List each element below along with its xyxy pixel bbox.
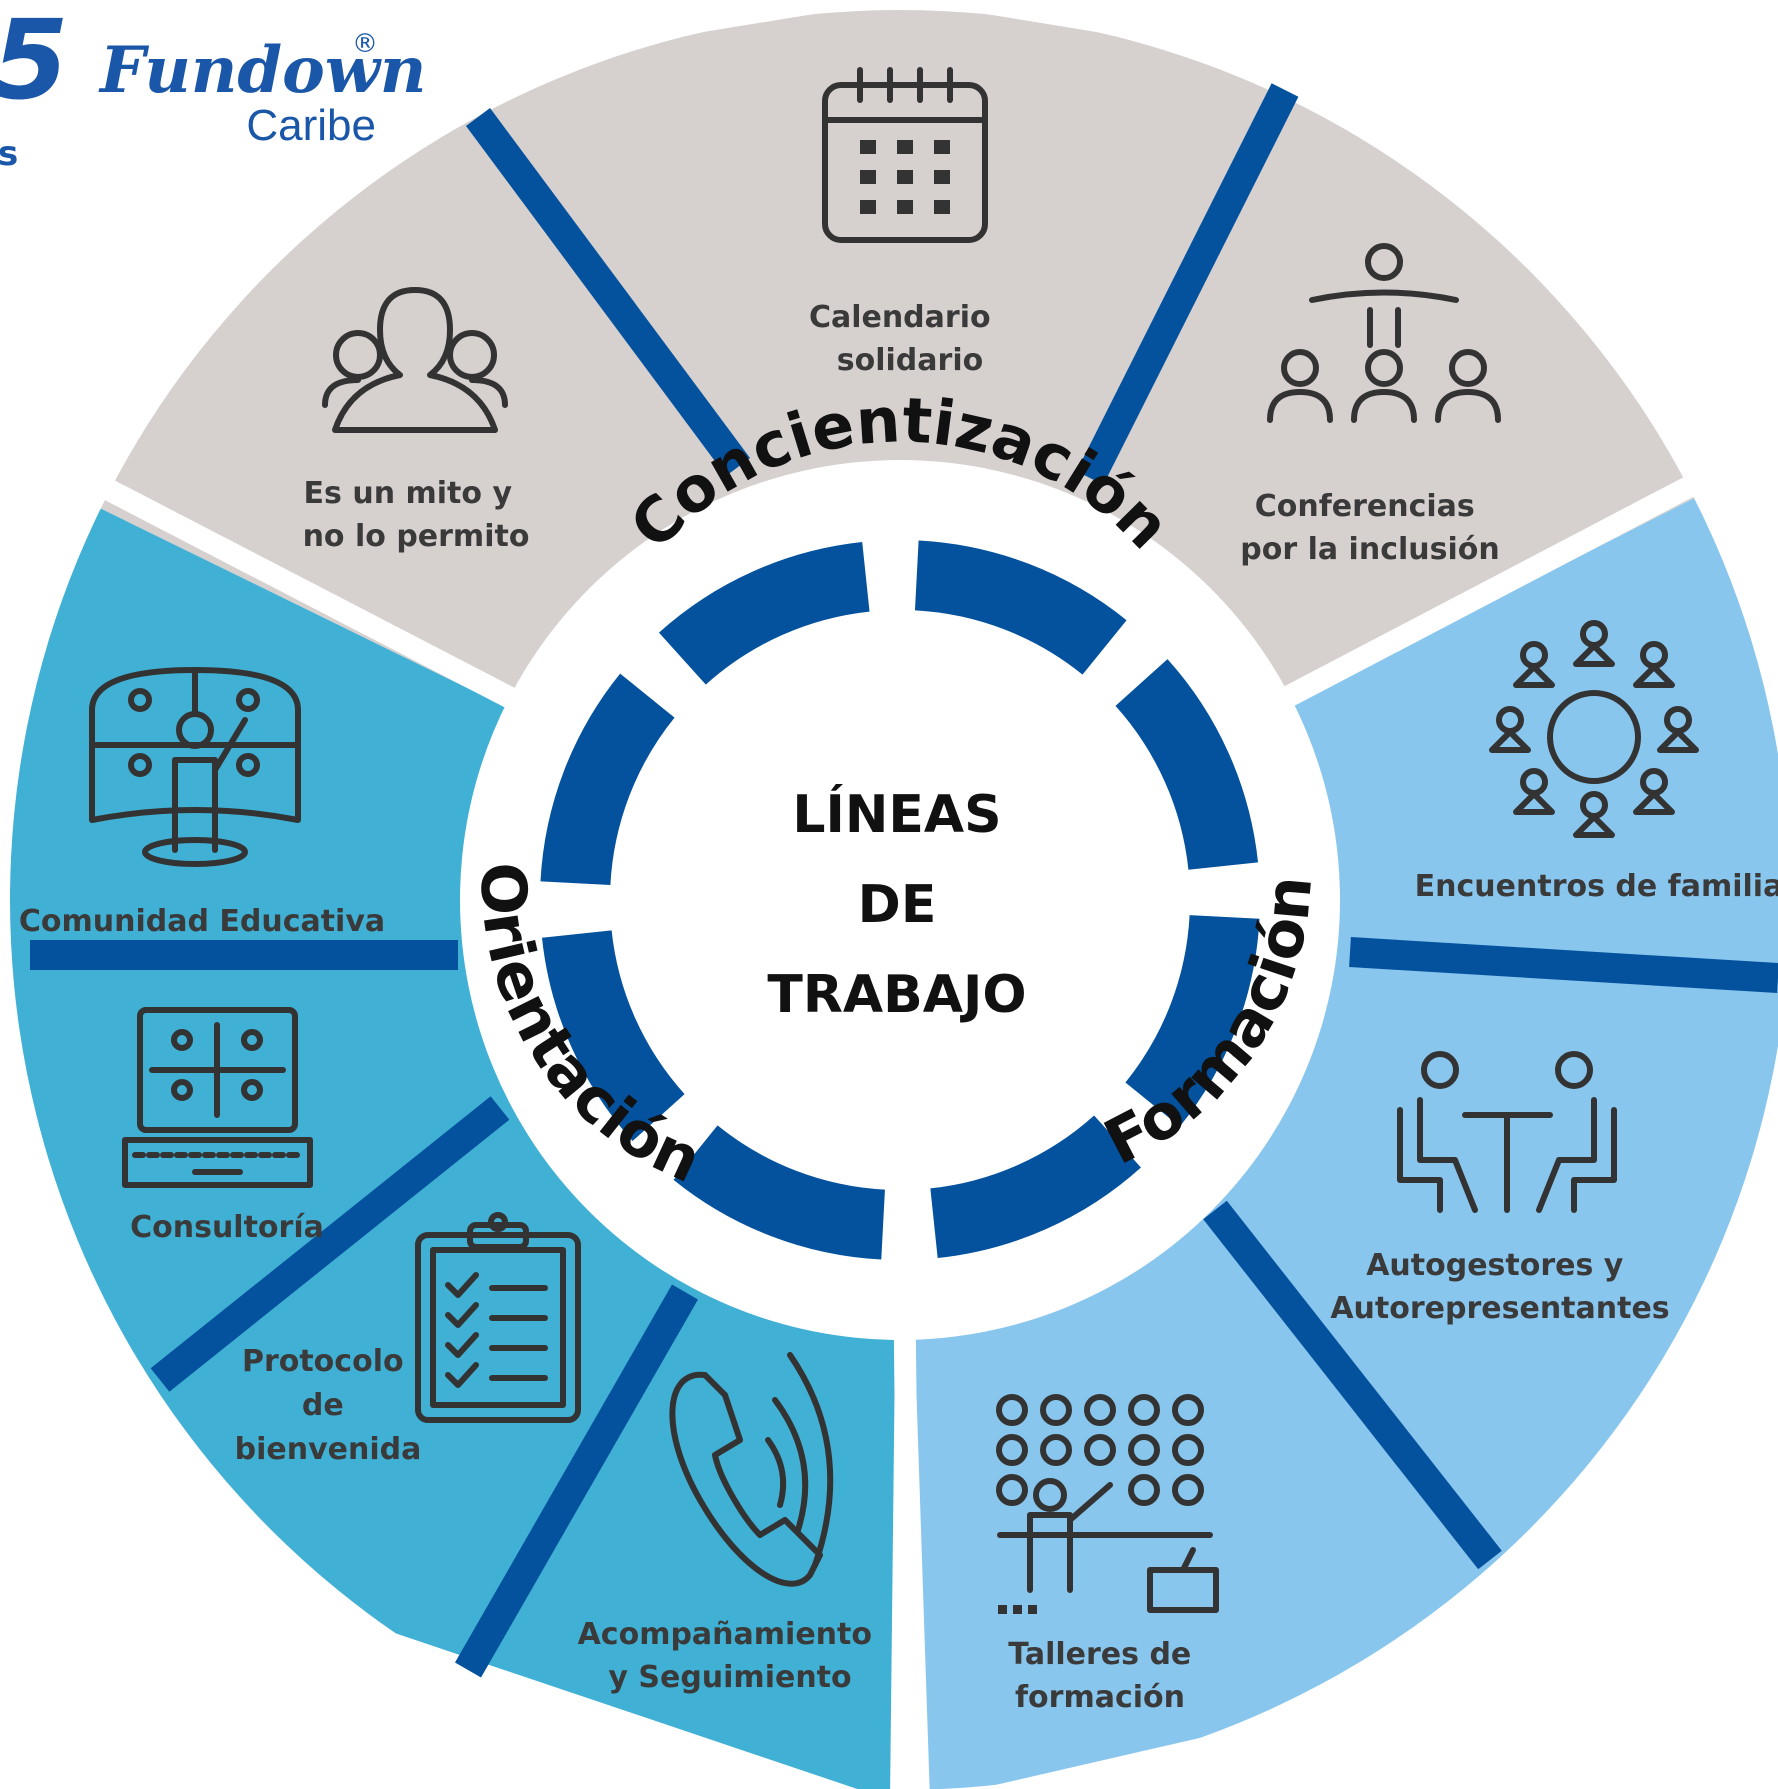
divider <box>1203 1200 1502 1570</box>
divider <box>465 108 751 476</box>
people-group-icon <box>322 287 508 433</box>
classroom-icon <box>996 1394 1219 1614</box>
meeting-table-icon <box>1397 1051 1617 1213</box>
logo-region: Caribe <box>246 101 376 150</box>
label-calendario: Calendario solidario <box>809 300 1001 378</box>
video-call-laptop-icon <box>122 1007 313 1188</box>
speaker-audience-icon <box>1267 243 1501 423</box>
divider <box>150 1096 510 1392</box>
segment-labels: Calendario solidario Conferencias por la… <box>19 300 1778 1715</box>
logo-registered: ® <box>352 29 378 59</box>
divider <box>1349 937 1778 993</box>
label-acompanamiento: Acompañamiento y Seguimiento <box>578 1617 883 1695</box>
label-talleres: Talleres de formación <box>1008 1637 1201 1715</box>
phone-icon <box>669 1352 834 1587</box>
label-comunidad: Comunidad Educativa <box>19 904 385 939</box>
logo-fragment: s <box>0 134 18 174</box>
center-line: LÍNEAS <box>792 784 1001 845</box>
label-mito: Es un mito y no lo permito <box>303 476 530 554</box>
logo-number: 5 <box>0 0 69 124</box>
inner-disc <box>460 460 1340 1340</box>
label-conferencias: Conferencias por la inclusión <box>1240 489 1499 567</box>
presenter-screens-icon <box>89 667 301 867</box>
dividers <box>30 83 1778 1678</box>
family-circle-icon <box>1489 620 1699 838</box>
label-autogestores: Autogestores y Autorepresentantes <box>1330 1248 1669 1326</box>
divider <box>454 1284 699 1678</box>
center-line: DE <box>858 875 937 935</box>
fundown-logo[interactable]: 5 s Fundown ® Caribe <box>0 0 426 174</box>
logo-name: Fundown <box>98 33 426 108</box>
label-consultoria: Consultoría <box>130 1210 324 1245</box>
clipboard-checklist-icon <box>415 1212 581 1423</box>
label-protocolo: Protocolo de bienvenida <box>235 1344 422 1467</box>
divider <box>1076 83 1299 485</box>
center-title: LÍNEAS DE TRABAJO <box>767 784 1026 1025</box>
calendar-icon <box>822 67 988 243</box>
center-line: TRABAJO <box>767 965 1026 1025</box>
label-encuentros: Encuentros de familia <box>1415 869 1778 904</box>
